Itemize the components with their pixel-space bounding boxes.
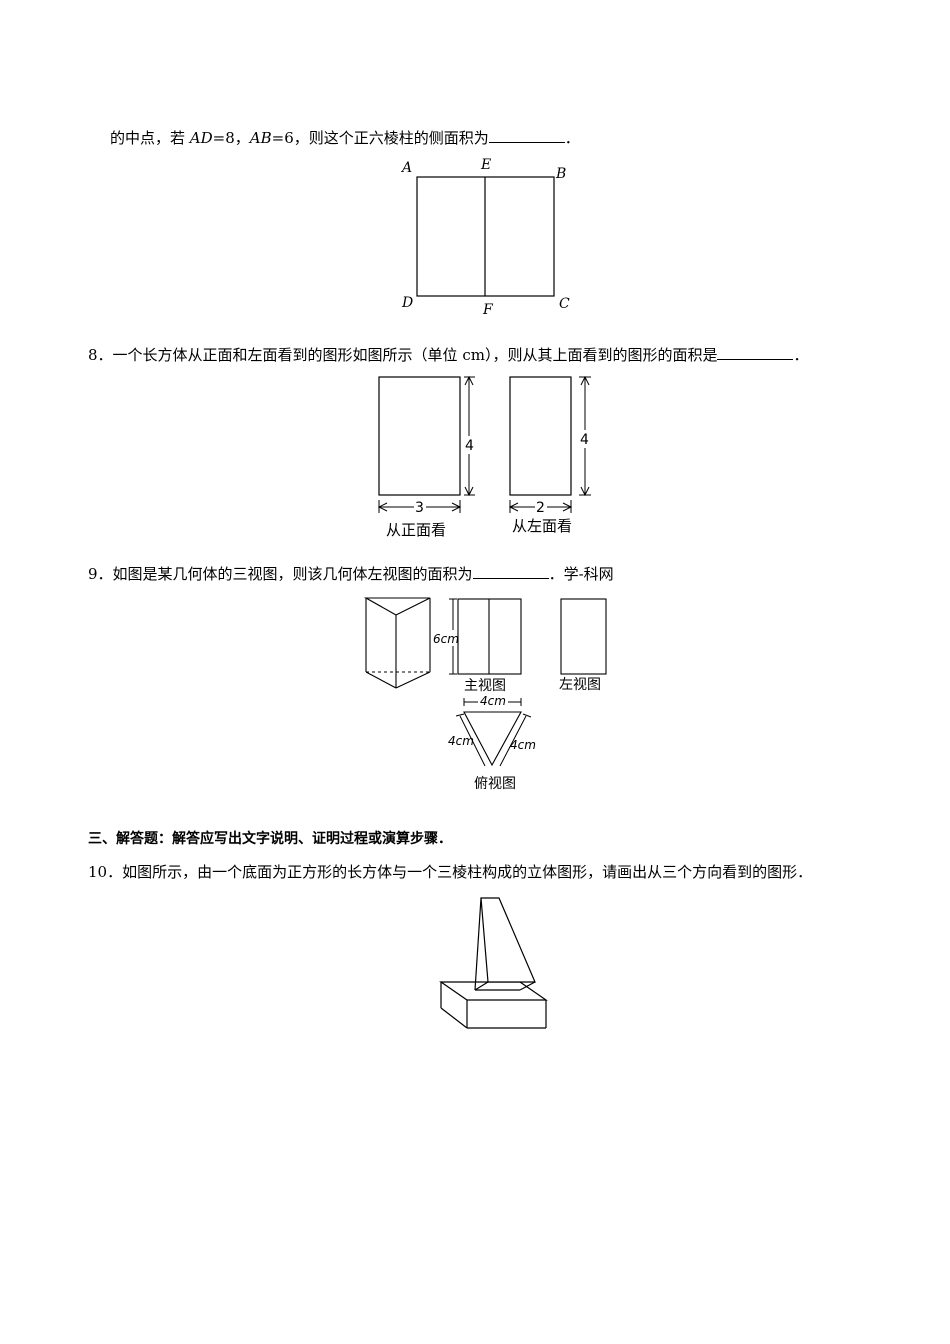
front-view-rect xyxy=(378,376,461,496)
top-view-caption: 俯视图 xyxy=(474,776,516,792)
main-height-label: 6cm xyxy=(433,632,459,646)
left-caption: 从左面看 xyxy=(512,517,572,535)
label-a: A xyxy=(400,160,412,176)
right-side-label: 4cm xyxy=(510,738,536,752)
answer-blank[interactable] xyxy=(488,127,565,143)
section-title: 三、解答题：解答应写出文字说明、证明过程或演算步骤． xyxy=(88,831,452,847)
q8-figure: 4 3 从正面看 4 2 从左面看 xyxy=(377,375,591,539)
q10-figure xyxy=(439,897,548,1029)
arrow-left-icon xyxy=(377,502,388,512)
arrow-up-icon xyxy=(580,375,590,386)
right-side-dim xyxy=(499,715,527,767)
label-bg xyxy=(535,499,547,515)
arrow-left-icon xyxy=(508,502,519,512)
label-c: C xyxy=(559,296,570,312)
label-bg xyxy=(464,436,475,454)
top-view-triangle xyxy=(463,711,522,767)
front-height-label: 4 xyxy=(465,438,474,454)
arrow-down-icon xyxy=(580,486,590,497)
arrow-down-icon xyxy=(464,486,474,497)
left-height-label: 4 xyxy=(580,432,589,448)
left-view-rect xyxy=(509,376,572,496)
left-width-label: 2 xyxy=(536,500,545,516)
front-caption: 从正面看 xyxy=(386,521,446,539)
q10-text: 10．如图所示，由一个底面为正方形的长方体与一个三棱柱构成的立体图形，请画出从三… xyxy=(88,863,813,881)
q9-figure: 6cm 主视图 左视图 4cm 4cm 4cm 俯视图 xyxy=(363,597,607,792)
main-view-caption: 主视图 xyxy=(464,678,506,694)
label-bg xyxy=(414,499,426,515)
left-side-label: 4cm xyxy=(448,734,474,748)
arrow-right-icon xyxy=(451,502,462,512)
answer-blank[interactable] xyxy=(472,563,549,579)
label-b: B xyxy=(555,166,566,182)
left-view-caption: 左视图 xyxy=(559,677,601,693)
label-bg xyxy=(432,630,459,646)
solid-figure xyxy=(439,897,548,1029)
arrow-up-icon xyxy=(464,375,474,386)
tick xyxy=(455,713,465,717)
label-f: F xyxy=(482,302,494,318)
top-width-label: 4cm xyxy=(480,694,506,708)
left-view-rect xyxy=(560,598,607,675)
q7-text: 的中点，若 AD=8，AB=6，则这个正六棱柱的侧面积为． xyxy=(110,127,580,147)
front-width-label: 3 xyxy=(415,500,424,516)
arrow-right-icon xyxy=(562,502,573,512)
answer-blank[interactable] xyxy=(717,344,794,360)
label-e: E xyxy=(480,157,491,173)
q9-text: 9．如图是某几何体的三视图，则该几何体左视图的面积为．学-科网 xyxy=(88,563,614,583)
label-bg xyxy=(579,430,591,448)
q7-figure: A E B D F C xyxy=(400,157,570,318)
q8-text: 8．一个长方体从正面和左面看到的图形如图所示（单位 cm），则从其上面看到的图形… xyxy=(88,344,809,364)
left-side-dim xyxy=(459,715,486,767)
label-d: D xyxy=(401,295,413,311)
prism-3d xyxy=(363,597,431,689)
tick xyxy=(522,713,532,718)
label-bg xyxy=(478,693,508,708)
